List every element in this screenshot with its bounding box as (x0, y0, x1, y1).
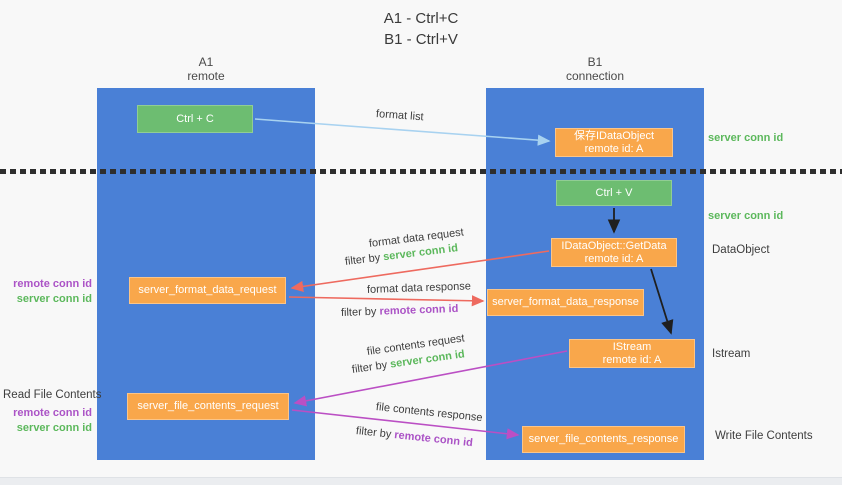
save-idataobject-line1: 保存IDataObject (573, 129, 655, 142)
filter-by-text: filter by (355, 425, 392, 441)
side-label-write-file-contents: Write File Contents (715, 430, 813, 442)
side-label-server-conn-id-mid: server conn id (708, 210, 784, 222)
title-line-a1: A1 - Ctrl+C (383, 10, 459, 27)
lane-header-b1: B1 connection (486, 55, 704, 83)
side-label-server-conn-id-2: server conn id (16, 422, 92, 434)
istream-box: IStream remote id: A (569, 339, 695, 368)
side-label-dataobject: DataObject (712, 244, 770, 256)
istream-line1: IStream (612, 340, 652, 353)
side-label-remote-conn-id-1: remote conn id (13, 278, 92, 290)
getdata-line1: IDataObject::GetData (561, 239, 667, 252)
ctrl-c-box: Ctrl + C (137, 105, 253, 133)
istream-line2: remote id: A (602, 353, 662, 366)
filter-by-text: filter by (340, 305, 377, 319)
server-file-contents-request-label: server_file_contents_request (137, 400, 279, 412)
server-file-contents-request-box: server_file_contents_request (127, 393, 289, 420)
lane-b1-name: B1 (587, 55, 603, 69)
server-format-data-request-label: server_format_data_request (138, 284, 277, 296)
side-label-read-file-contents: Read File Contents (3, 389, 102, 401)
ctrl-v-box: Ctrl + V (556, 180, 672, 206)
lane-a1-sub: remote (187, 69, 225, 83)
left-labels-format-group: remote conn id server conn id (0, 277, 92, 307)
remote-conn-id-text: remote conn id (379, 302, 459, 318)
server-format-data-response-box: server_format_data_response (487, 289, 644, 316)
edge-label-filter-remote-conn-id-2: filter by remote conn id (355, 425, 473, 449)
side-label-server-conn-id-top: server conn id (708, 132, 784, 144)
server-file-contents-response-box: server_file_contents_response (522, 426, 685, 453)
ctrl-c-label: Ctrl + C (176, 112, 214, 125)
remote-conn-id-text: remote conn id (393, 429, 474, 450)
getdata-line2: remote id: A (584, 252, 644, 265)
lane-a1-name: A1 (198, 55, 214, 69)
server-file-contents-response-label: server_file_contents_response (528, 433, 679, 445)
lane-header-a1: A1 remote (97, 55, 315, 83)
server-format-data-request-box: server_format_data_request (129, 277, 286, 304)
ctrl-v-label: Ctrl + V (595, 186, 633, 199)
side-label-istream: Istream (712, 348, 751, 360)
filter-by-text: filter by (344, 251, 381, 268)
window-bottom-strip (0, 477, 842, 485)
save-idataobject-line2: remote id: A (584, 142, 644, 155)
idataobject-getdata-box: IDataObject::GetData remote id: A (551, 238, 677, 267)
edge-label-filter-remote-conn-id-1: filter by remote conn id (341, 303, 459, 319)
lane-b1-sub: connection (565, 69, 625, 83)
left-labels-file-group: remote conn id server conn id (0, 406, 92, 436)
filter-by-text: filter by (351, 359, 388, 376)
server-format-data-response-label: server_format_data_response (492, 296, 639, 308)
edge-label-file-contents-response: file contents response (375, 401, 484, 425)
save-idataobject-box: 保存IDataObject remote id: A (555, 128, 673, 157)
phase-separator-dotted-line (0, 169, 842, 174)
side-label-remote-conn-id-2: remote conn id (13, 407, 92, 419)
diagram-title: A1 - Ctrl+C B1 - Ctrl+V (0, 8, 842, 50)
arrow-format-data-response (288, 295, 485, 307)
title-line-b1: B1 - Ctrl+V (384, 31, 458, 48)
edge-label-format-list: format list (375, 108, 424, 124)
side-label-server-conn-id-1: server conn id (16, 293, 92, 305)
edge-label-format-data-response: format data response (366, 280, 472, 296)
